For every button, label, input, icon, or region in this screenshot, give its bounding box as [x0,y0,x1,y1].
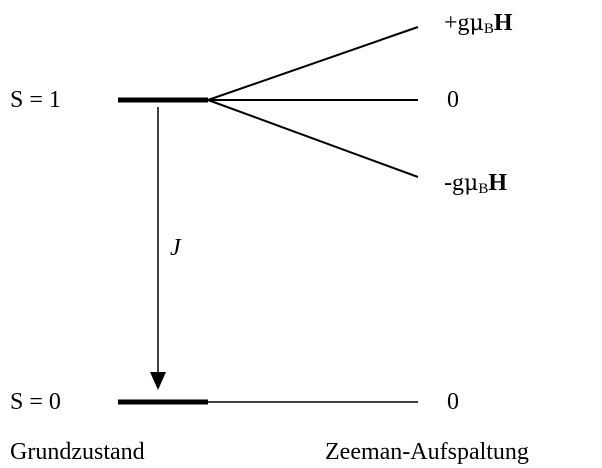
coupling-constant-label: J [170,235,181,261]
singlet-level-label: S = 0 [10,389,61,415]
zeeman-splitting-caption: Zeeman-Aufspaltung [325,439,529,465]
zeeman-lower-line [207,99,419,178]
singlet-zeeman-label: 0 [447,389,459,415]
triplet-level-label: S = 1 [10,87,61,113]
zeeman-middle-label: 0 [447,87,459,113]
ground-state-caption: Grundzustand [10,439,145,465]
zeeman-upper-line [207,26,419,101]
transition-arrow-head [150,372,166,390]
zeeman-lower-label: -gμBH [444,170,507,197]
zeeman-upper-label: +gμBH [444,10,513,37]
